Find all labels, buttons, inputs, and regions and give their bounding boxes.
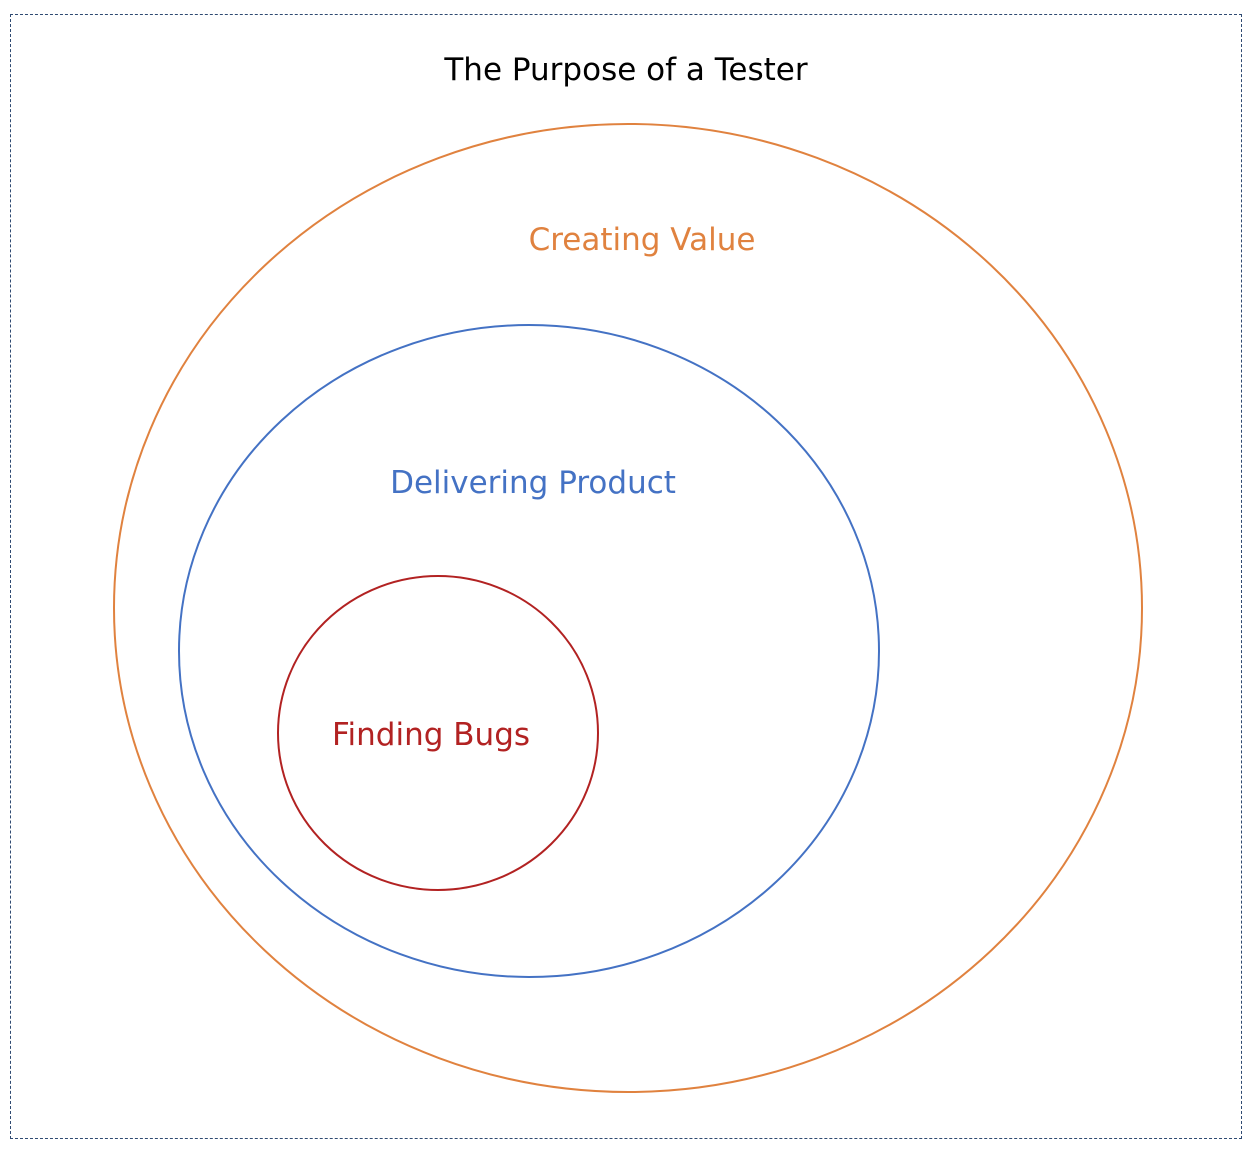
creating-value-label: Creating Value [528, 222, 756, 258]
creating-value-ellipse [113, 123, 1143, 1093]
finding-bugs-circle [277, 575, 599, 891]
diagram-frame [10, 14, 1242, 1139]
delivering-product-label: Delivering Product [390, 465, 676, 501]
finding-bugs-label: Finding Bugs [331, 717, 531, 753]
diagram-title: The Purpose of a Tester [444, 52, 808, 88]
delivering-product-ellipse [178, 324, 880, 978]
